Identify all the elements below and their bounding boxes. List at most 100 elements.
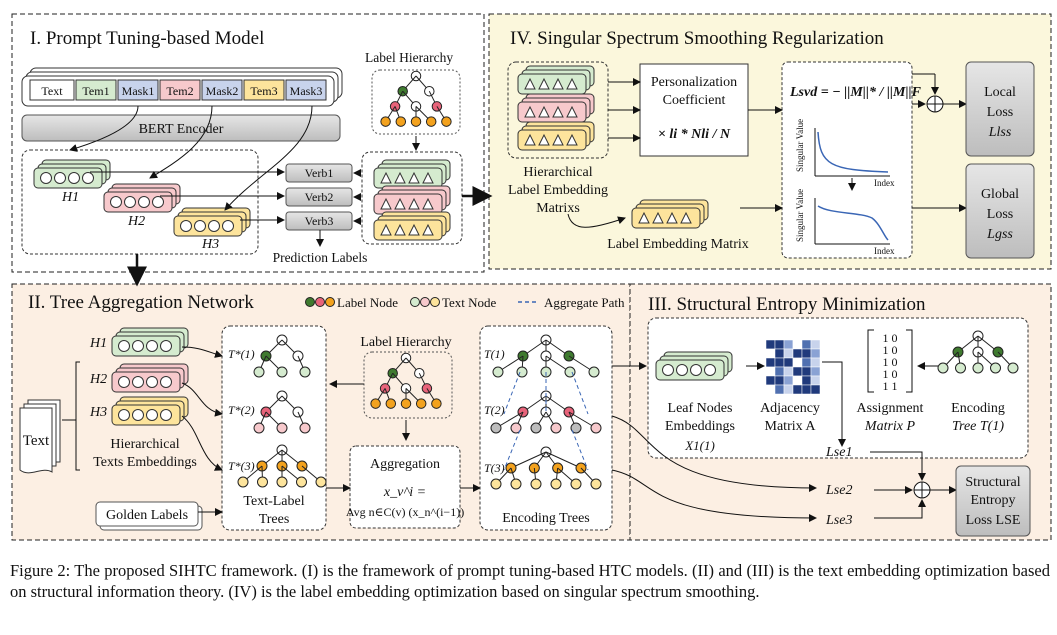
circle-icon (82, 172, 94, 184)
p2-h3: H3 (89, 405, 107, 420)
lse2: Lse2 (825, 483, 852, 498)
verb-label-2: Verb2 (305, 190, 334, 204)
sem-inner-box (647, 317, 1029, 459)
leaf-node-embeddings (655, 351, 733, 381)
assign-2: Matrix P (864, 419, 916, 434)
lem-label: Label Embedding Matrix (607, 237, 749, 252)
tree-node (253, 366, 265, 378)
tree-node (415, 398, 427, 409)
triangle-icon (408, 223, 420, 236)
tree-node (370, 398, 381, 409)
circle-icon (124, 196, 136, 208)
golden-labels-box (95, 501, 199, 527)
token-label-3: Tem2 (166, 84, 193, 98)
triangle-icon (552, 133, 564, 146)
encoding-tree-1 (937, 330, 1019, 374)
panel-iv-label-embeddings (517, 65, 595, 151)
agg-formula-2: Avg n∈C(v) (x_n^(i−1)) (346, 505, 464, 519)
verb-label-3: Verb3 (305, 214, 334, 228)
adj-1: Adjacency (760, 401, 820, 416)
adj-cell (774, 366, 785, 377)
text-label-trees (237, 334, 327, 488)
tree-node (425, 116, 437, 127)
aggregate-path (503, 371, 521, 415)
hier-label-line2: Label Embedding (508, 183, 608, 198)
enc-tree-1: Encoding (951, 401, 1005, 416)
tree-node (395, 116, 407, 127)
adj-2: Matrix A (765, 419, 817, 434)
text-doc-label: Text (23, 433, 50, 449)
legend-aggregate-path: Aggregate Path (544, 295, 625, 310)
triangle-icon (524, 105, 536, 118)
assign-row-1: 1 0 (883, 343, 898, 357)
triangle-icon (552, 105, 564, 118)
h3-label: H3 (201, 237, 219, 252)
plot1-ylabel: Singular Value (795, 119, 805, 172)
tree-node (530, 478, 542, 490)
tl-name-3: T*(3) (228, 459, 255, 473)
coef-line1: Personalization (651, 75, 737, 90)
verb-box-2 (285, 187, 353, 207)
token-label-1: Tem1 (82, 84, 109, 98)
triangle-icon (380, 197, 392, 210)
p2-h2: H2 (89, 372, 107, 387)
circle-icon (180, 220, 192, 232)
hierarchical-text-embeddings (111, 327, 189, 426)
assign-row-3: 1 0 (883, 367, 898, 381)
adjacency-matrix (765, 339, 821, 395)
tree-node (431, 398, 442, 409)
tree-node (490, 422, 502, 434)
assign-row-2: 1 0 (883, 355, 898, 369)
tree-node (937, 362, 949, 374)
adj-cell (792, 339, 803, 350)
plot2-xlabel: Index (874, 246, 895, 256)
circle-icon (152, 196, 164, 208)
structural-loss-box (955, 465, 1031, 537)
prediction-labels: Prediction Labels (273, 250, 368, 265)
panel-i-label-embeddings (373, 159, 451, 241)
circle-icon (676, 364, 688, 376)
circle-icon (118, 340, 130, 352)
circle-icon (40, 172, 52, 184)
hier-text-2: Texts Embeddings (93, 455, 197, 470)
token-label-4: Mask2 (206, 84, 239, 98)
triangle-icon (638, 211, 650, 224)
adj-cell (810, 357, 821, 368)
plot1-xlabel: Index (874, 178, 895, 188)
tree-node (276, 366, 288, 378)
tl-trees-1: Text-Label (243, 494, 304, 509)
hier-label-line1: Hierarchical (523, 165, 592, 180)
adj-cell (810, 339, 821, 350)
tree-node (510, 422, 522, 434)
agg-formula-1: x_v^i = (383, 485, 426, 500)
lse1: Lse1 (825, 445, 852, 460)
adj-cell (810, 348, 821, 359)
adj-cell (783, 366, 794, 377)
local-loss-box (965, 61, 1035, 157)
h-container (21, 149, 259, 255)
token-label-6: Mask3 (290, 84, 323, 98)
adj-cell (792, 348, 803, 359)
circle-icon (160, 340, 172, 352)
circle-icon (118, 409, 130, 421)
verb-label-1: Verb1 (305, 166, 334, 180)
aggregate-path (571, 371, 589, 415)
struct-loss-3: Loss LSE (966, 513, 1021, 528)
local-loss-3: Llss (988, 125, 1012, 140)
tree-node (253, 422, 265, 434)
personalization-box (639, 63, 749, 157)
circle-icon (160, 409, 172, 421)
svd-formula: Lsvd = − ||M||* / ||M||F (789, 85, 922, 100)
triangle-icon (566, 133, 578, 146)
circle-icon (146, 340, 158, 352)
tree-node (550, 478, 562, 490)
circle-icon (194, 220, 206, 232)
panel-iv-title: IV. Singular Spectrum Smoothing Regulari… (510, 28, 884, 49)
triangle-icon (422, 171, 434, 184)
assign-1: Assignment (857, 401, 924, 416)
tree-node (380, 116, 391, 127)
circle-icon (690, 364, 702, 376)
triangle-icon (552, 77, 564, 90)
adj-cell (774, 357, 785, 368)
tree-edge (510, 451, 547, 469)
